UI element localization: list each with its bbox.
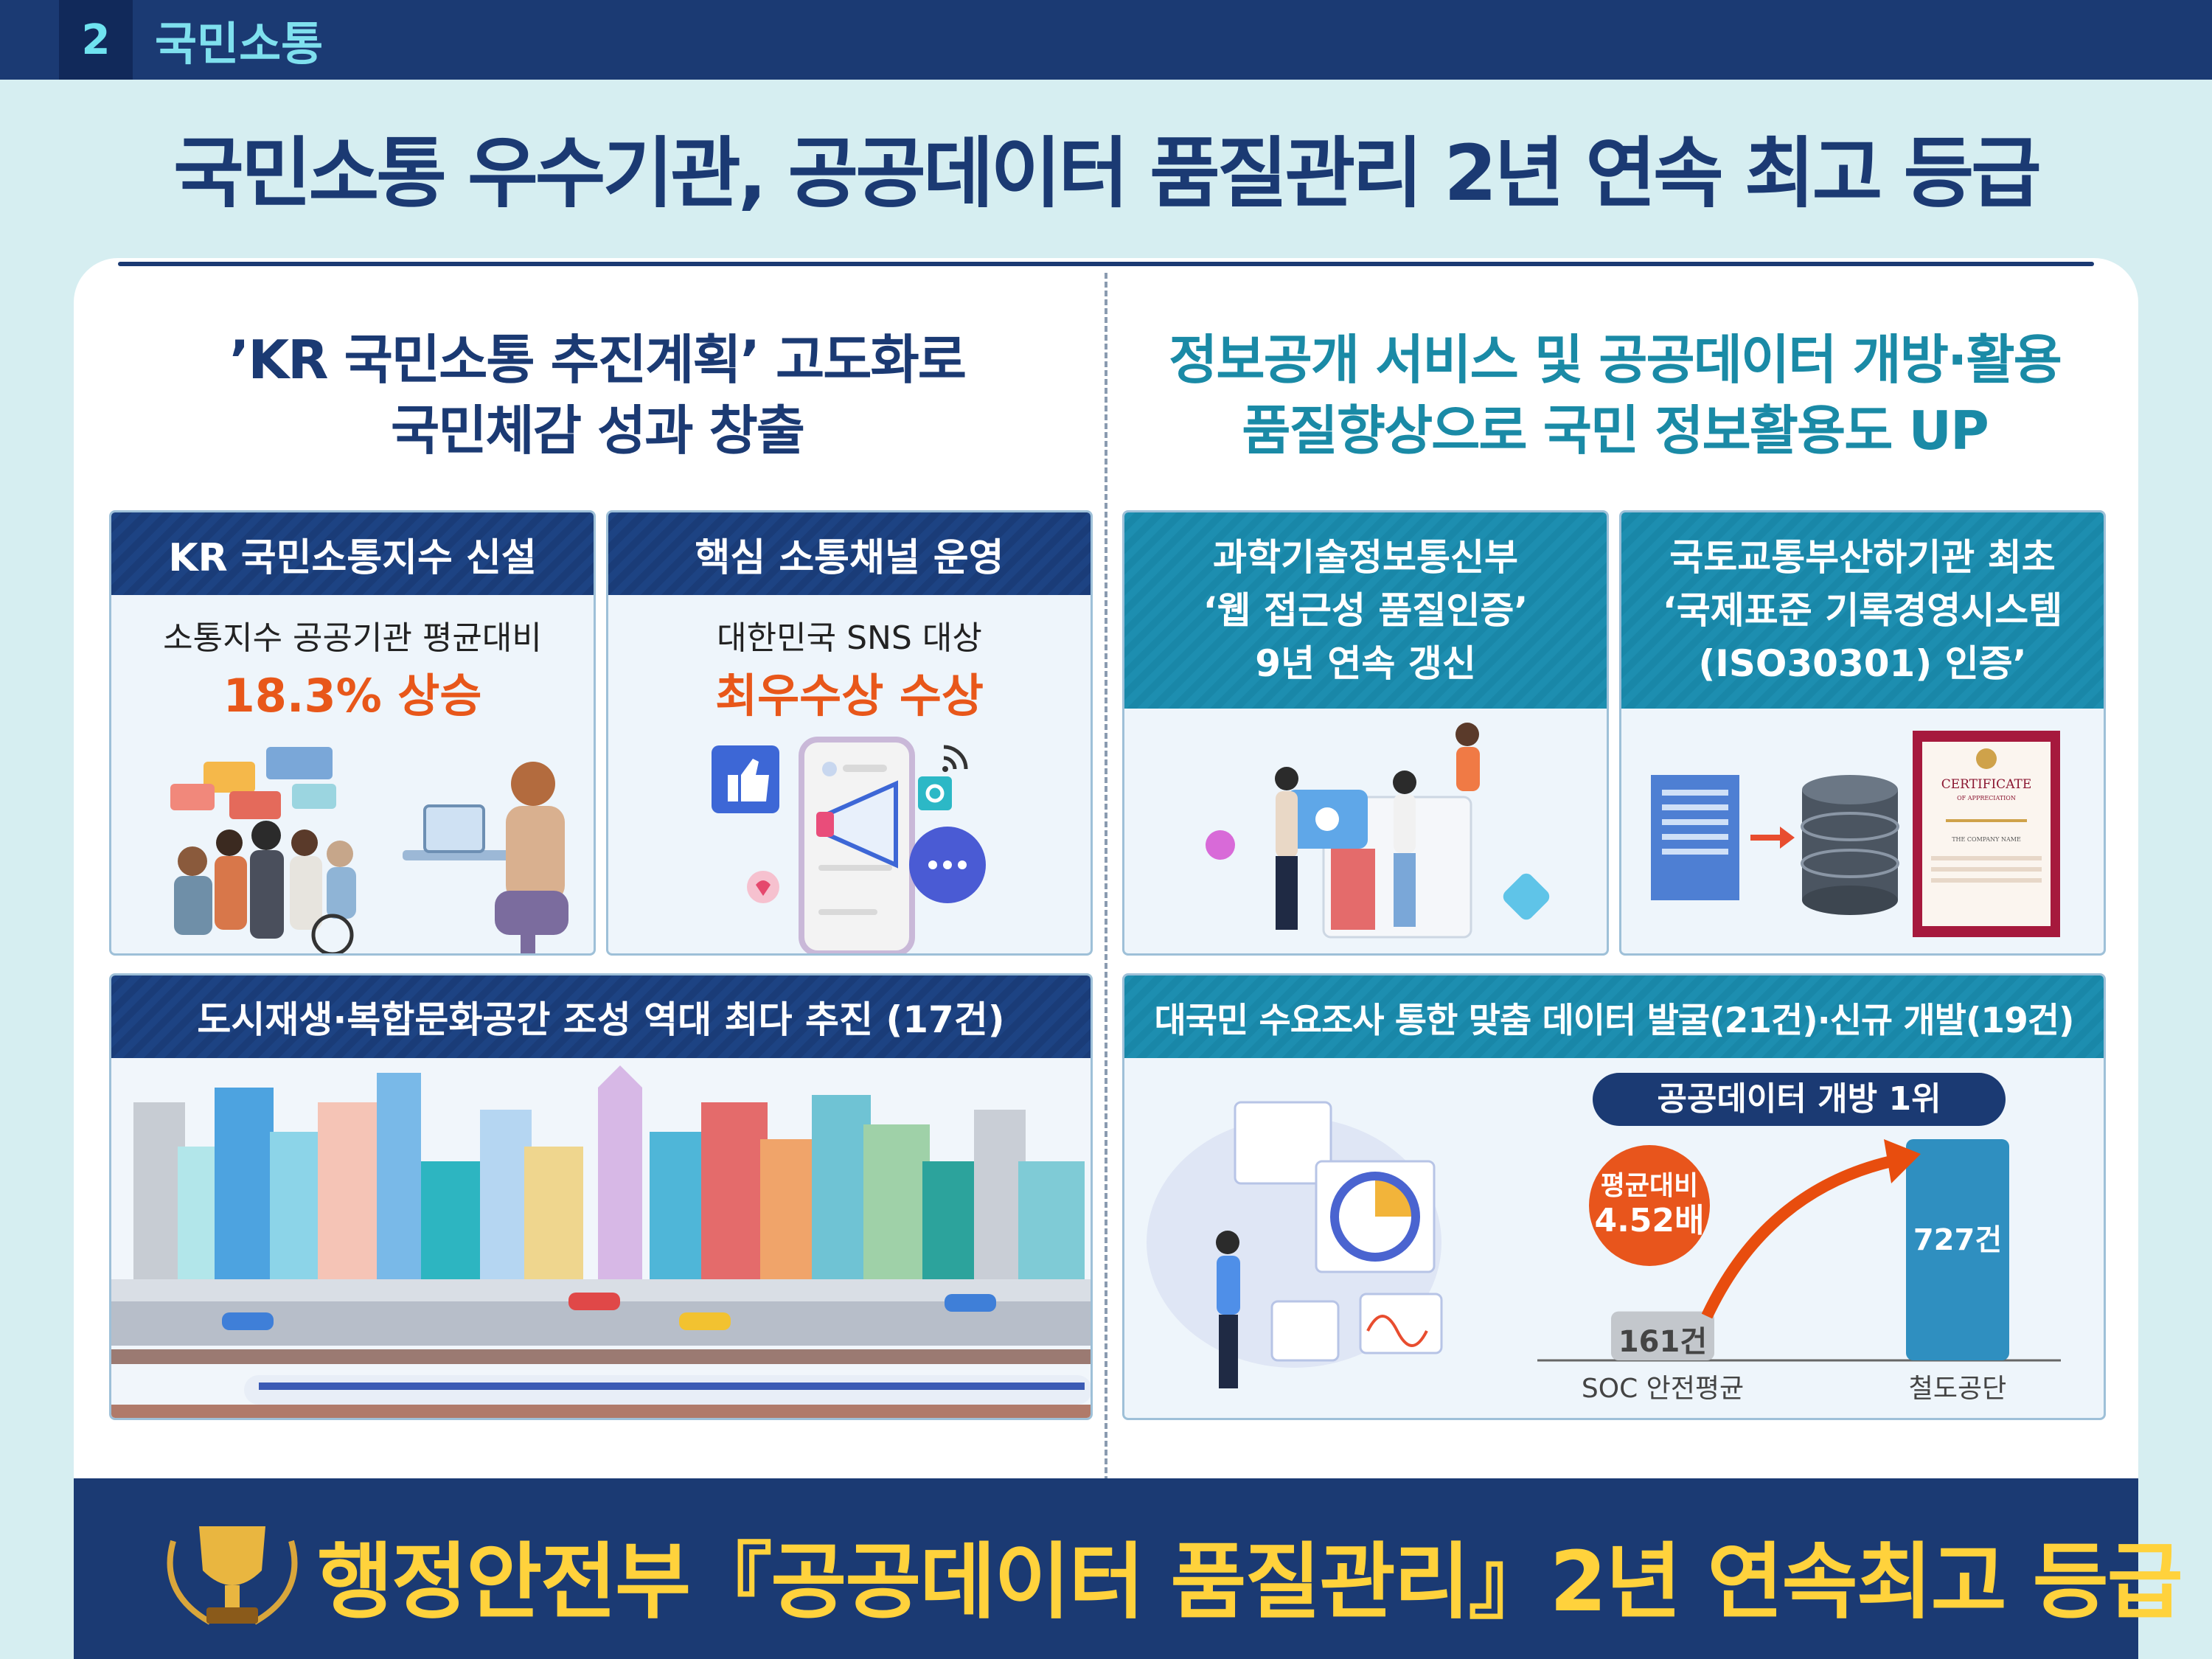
train-icon bbox=[244, 1375, 1091, 1405]
card-communication-index-subtitle: 소통지수 공공기관 평균대비 bbox=[163, 619, 542, 657]
card-web-accessibility-line1: 과학기술정보통신부 bbox=[1213, 536, 1518, 579]
people-illustration bbox=[170, 747, 568, 953]
card-communication-index: KR 국민소통지수 신설 소통지수 공공기관 평균대비 18.3% 상승 bbox=[109, 510, 596, 956]
sns-illustration bbox=[712, 737, 986, 953]
database-icon bbox=[1801, 775, 1899, 915]
card-urban-regeneration-title: 도시재생·복합문화공간 조성 역대 최다 추진 (17건) bbox=[111, 975, 1091, 1058]
person-icon bbox=[1275, 723, 1480, 930]
heart-icon bbox=[747, 871, 779, 903]
top-bar bbox=[0, 0, 2212, 80]
car-icon bbox=[222, 1293, 996, 1330]
web-accessibility-illustration bbox=[1206, 723, 1550, 939]
bottom-banner bbox=[74, 1478, 2138, 1659]
woman-laptop-icon bbox=[403, 762, 568, 953]
left-headline: ’KR 국민소통 추진계획’ 고도화로 국민체감 성과 창출 bbox=[111, 324, 1084, 466]
section-number: 2 bbox=[59, 0, 133, 80]
card-communication-index-title: KR 국민소통지수 신설 bbox=[111, 512, 594, 595]
bar-category-label: SOC 안전평균 bbox=[1582, 1374, 1744, 1404]
records-illustration: CERTIFICATE OF APPRECIATION THE COMPANY … bbox=[1651, 731, 2060, 937]
city-illustration bbox=[111, 1058, 1091, 1418]
wifi-icon bbox=[942, 745, 968, 772]
right-headline: 정보공개 서비스 및 공공데이터 개방·활용 품질향상으로 국민 정보활용도 U… bbox=[1128, 324, 2101, 466]
skyline-icon bbox=[133, 1065, 1085, 1279]
crowd-icon bbox=[174, 821, 356, 953]
bar-category-label: 철도공단 bbox=[1909, 1374, 2006, 1404]
page-title: 국민소통 우수기관, 공공데이터 품질관리 2년 연속 최고 등급 bbox=[173, 128, 2042, 218]
card-iso-certification-line1: 국토교통부산하기관 최초 bbox=[1669, 536, 2056, 579]
chat-bubble-icon bbox=[909, 827, 986, 903]
bottom-banner-text: 행정안전부『공공데이터 품질관리』2년 연속최고 등급 bbox=[317, 1534, 2183, 1630]
dashboard-illustration bbox=[1147, 1101, 1443, 1388]
bar-0 bbox=[1611, 1311, 1714, 1360]
card-data-discovery: 대국민 수요조사 통한 맞춤 데이터 발굴(21건)·신규 개발(19건) 공공… bbox=[1122, 973, 2106, 1420]
card-iso-certification-line3: (ISO30301) 인증’ bbox=[1698, 642, 2027, 685]
gear-icon bbox=[918, 776, 952, 810]
bar-value-label: 727건 bbox=[1913, 1223, 2002, 1257]
arrow-right-icon bbox=[1750, 827, 1795, 849]
pill-label-text: 공공데이터 개방 1위 bbox=[1657, 1080, 1941, 1118]
speech-bubble-icon bbox=[170, 747, 336, 819]
ratio-badge: 평균대비 4.52배 bbox=[1589, 1145, 1710, 1266]
panel-top-line bbox=[118, 262, 2094, 266]
certificate-icon: CERTIFICATE OF APPRECIATION THE COMPANY … bbox=[1913, 731, 2060, 937]
thumbs-up-icon bbox=[712, 745, 779, 813]
certificate-company: THE COMPANY NAME bbox=[1952, 836, 2021, 843]
card-iso-certification-line2: ‘국제표준 기록경영시스템 bbox=[1662, 589, 2063, 632]
card-data-discovery-title: 대국민 수요조사 통한 맞춤 데이터 발굴(21건)·신규 개발(19건) bbox=[1124, 975, 2104, 1058]
card-sns-channel-title: 핵심 소통채널 운영 bbox=[608, 512, 1091, 595]
card-communication-index-highlight: 18.3% 상승 bbox=[223, 669, 482, 723]
section-title: 국민소통 bbox=[155, 17, 324, 71]
left-headline-line2: 국민체감 성과 창출 bbox=[390, 400, 805, 462]
document-icon bbox=[1651, 775, 1739, 900]
trophy-icon bbox=[167, 1526, 298, 1625]
ratio-badge-label: 평균대비 bbox=[1601, 1171, 1698, 1201]
card-sns-channel-highlight: 최우수상 수상 bbox=[715, 669, 984, 723]
right-headline-line2: 품질향상으로 국민 정보활용도 UP bbox=[1242, 400, 1989, 462]
screen-icon bbox=[1287, 790, 1472, 939]
bar-value-label: 161건 bbox=[1618, 1325, 1707, 1359]
right-headline-line1: 정보공개 서비스 및 공공데이터 개방·활용 bbox=[1169, 329, 2062, 391]
card-web-accessibility: 과학기술정보통신부 ‘웹 접근성 품질인증’ 9년 연속 갱신 bbox=[1122, 510, 1609, 956]
card-iso-certification: 국토교통부산하기관 최초 ‘국제표준 기록경영시스템 (ISO30301) 인증… bbox=[1619, 510, 2106, 956]
card-web-accessibility-line3: 9년 연속 갱신 bbox=[1255, 642, 1476, 685]
left-headline-line1: ’KR 국민소통 추진계획’ 고도화로 bbox=[229, 329, 967, 391]
growth-arrow-icon bbox=[1701, 1139, 1921, 1319]
card-iso-certification-title: 국토교통부산하기관 최초 ‘국제표준 기록경영시스템 (ISO30301) 인증… bbox=[1621, 512, 2104, 709]
megaphone-icon bbox=[816, 780, 898, 869]
card-web-accessibility-line2: ‘웹 접근성 품질인증’ bbox=[1203, 589, 1528, 632]
certificate-subtitle: OF APPRECIATION bbox=[1957, 795, 2016, 801]
certificate-title: CERTIFICATE bbox=[1941, 777, 2032, 792]
column-divider bbox=[1105, 273, 1107, 1482]
card-sns-channel-subtitle: 대한민국 SNS 대상 bbox=[717, 619, 982, 657]
pill-label: 공공데이터 개방 1위 bbox=[1593, 1073, 2006, 1126]
card-web-accessibility-title: 과학기술정보통신부 ‘웹 접근성 품질인증’ 9년 연속 갱신 bbox=[1124, 512, 1607, 709]
ratio-badge-value: 4.52배 bbox=[1594, 1202, 1704, 1239]
bar-1 bbox=[1906, 1139, 2009, 1360]
card-sns-channel: 핵심 소통채널 운영 대한민국 SNS 대상 최우수상 수상 bbox=[606, 510, 1093, 956]
card-urban-regeneration: 도시재생·복합문화공간 조성 역대 최다 추진 (17건) bbox=[109, 973, 1093, 1420]
